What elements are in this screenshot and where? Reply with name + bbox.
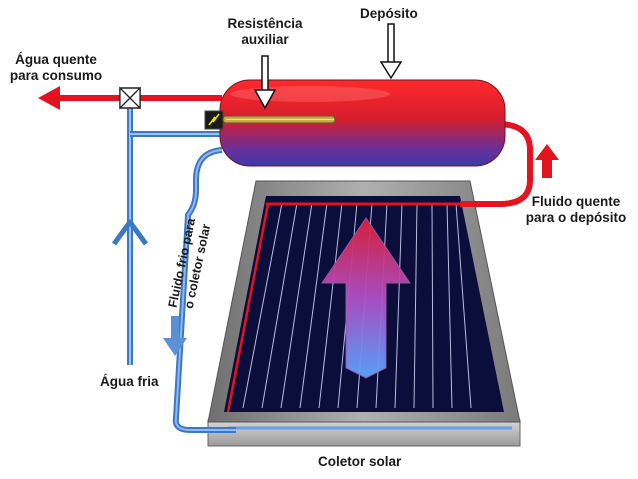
hot-fluid-up-arrow [535,144,559,178]
collector-base [207,419,521,447]
auxiliary-resistance-heater [204,110,336,130]
collector-label: Coletor solar [318,454,402,469]
cold-water-pipe [111,96,222,365]
hot-water-out-label-line1: Água quente [15,52,97,67]
mixing-valve-icon [119,86,141,110]
tank-pointer-arrow [379,23,403,80]
hot-water-out-label: Água quente para consumo [8,52,104,84]
tank-label: Depósito [360,6,418,21]
hot-pipe-from-collector [460,121,533,207]
hot-fluid-label: Fluido quente para o depósito [520,194,632,226]
cold-water-label: Água fria [100,374,159,389]
heat-flow-arrow [321,217,411,379]
hot-fluid-label-line1: Fluido quente [531,194,621,209]
cold-fluid-down-arrow [163,316,187,356]
hot-fluid-label-line2: para o depósito [525,210,627,225]
cold-water-up-arrow [111,219,149,246]
resistance-pointer-arrow [253,55,277,110]
aux-resistance-label-line2: auxiliar [241,32,289,47]
hot-water-out-label-line2: para consumo [9,68,103,83]
hot-water-out-arrow [38,86,60,110]
collector-left-riser [226,203,270,413]
aux-resistance-label-line1: Resistência [227,16,303,31]
aux-resistance-label: Resistência auxiliar [222,16,308,48]
